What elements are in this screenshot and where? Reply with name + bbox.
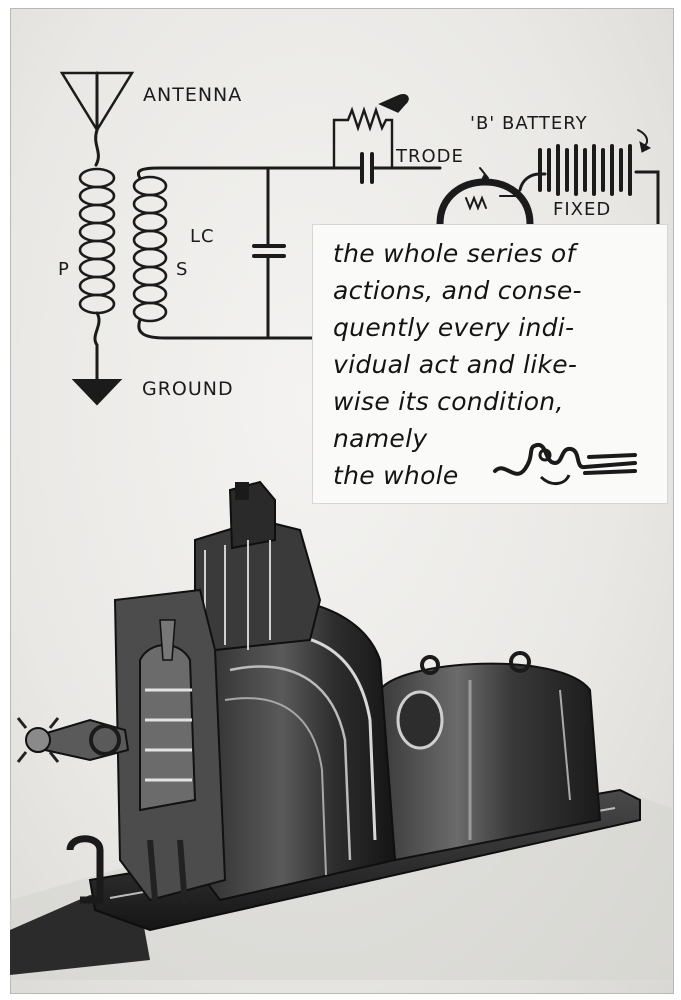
caption-line: the whole (333, 461, 459, 490)
motor-generator-illustration (10, 480, 672, 980)
trode-label: TRODE (396, 146, 464, 167)
caption-line: actions, and conse- (333, 276, 582, 305)
primary-coil (78, 167, 116, 315)
caption-box: the whole series of actions, and conse- … (312, 224, 668, 504)
caption-line: wise its condition, (333, 387, 564, 416)
caption-line: quently every indi- (333, 313, 575, 342)
lc-label: LC (190, 226, 215, 247)
ornament-flourish (493, 442, 637, 485)
top-wire (136, 166, 347, 180)
bottom-wire (137, 318, 314, 340)
caption-line: vidual act and like- (333, 350, 578, 379)
b-battery-label: 'B' BATTERY (470, 113, 588, 134)
secondary-coil (132, 175, 168, 323)
circuit-diagram (59, 71, 660, 406)
grid-leak (332, 93, 442, 184)
b-battery (538, 129, 660, 226)
ground-label: GROUND (142, 378, 234, 400)
primary-label: P (58, 259, 70, 280)
ground-symbol (71, 311, 123, 406)
caption-line: namely (333, 424, 428, 453)
vacuum-tube (436, 167, 547, 228)
antenna-label: ANTENNA (143, 84, 243, 106)
antenna-symbol (59, 71, 135, 167)
tuning-capacitor (252, 166, 286, 340)
caption-line: the whole series of (333, 239, 576, 268)
fixed-label: FIXED (553, 199, 612, 220)
secondary-label: S (176, 259, 189, 280)
